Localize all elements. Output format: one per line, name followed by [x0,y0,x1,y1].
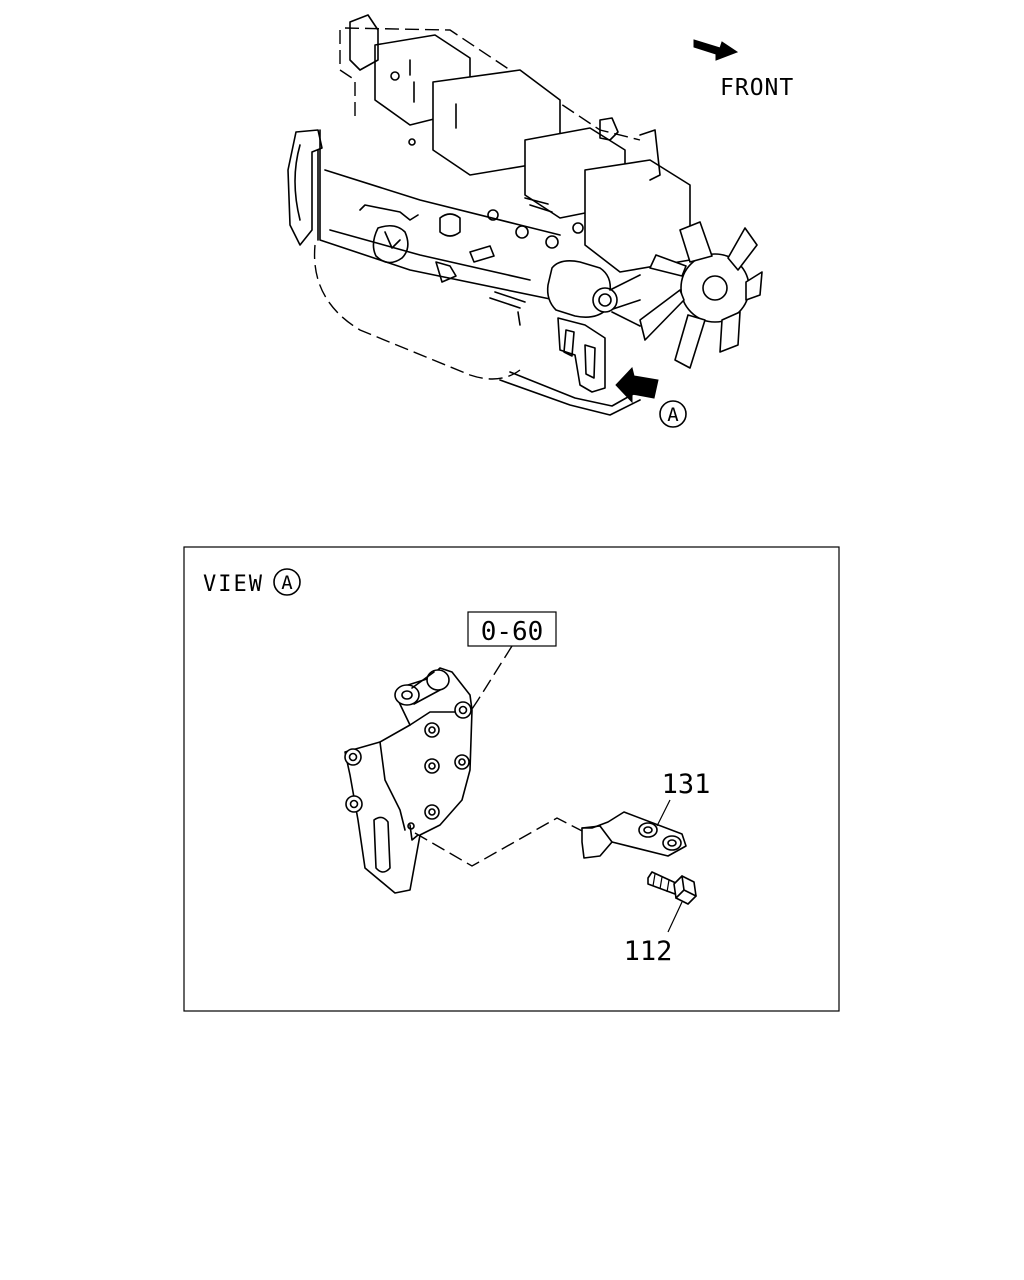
callout-131: 131 [662,769,711,800]
stay-bracket-131 [581,811,687,859]
detail-view-panel: VIEW A 0-60 [183,546,840,1012]
alternator [546,260,641,327]
front-label: FRONT [720,75,794,101]
reference-code-box [467,611,557,647]
bolt-112-icon [647,871,697,905]
engine-bracket [557,317,606,393]
front-arrow-icon [693,39,739,61]
detail-view-marker-circle [273,568,301,596]
reference-code: 0-60 [481,617,544,647]
view-label: VIEW [203,572,264,597]
view-a-arrow-icon [615,366,659,404]
engine-overview: FRONT [287,14,794,428]
engine-block [287,14,691,416]
mounting-bracket [344,667,473,894]
callout-112: 112 [624,936,673,967]
view-a-marker: A [667,404,679,426]
detail-view-marker: A [281,572,293,594]
fan-icon [639,221,763,369]
view-a-marker-circle [659,400,687,428]
